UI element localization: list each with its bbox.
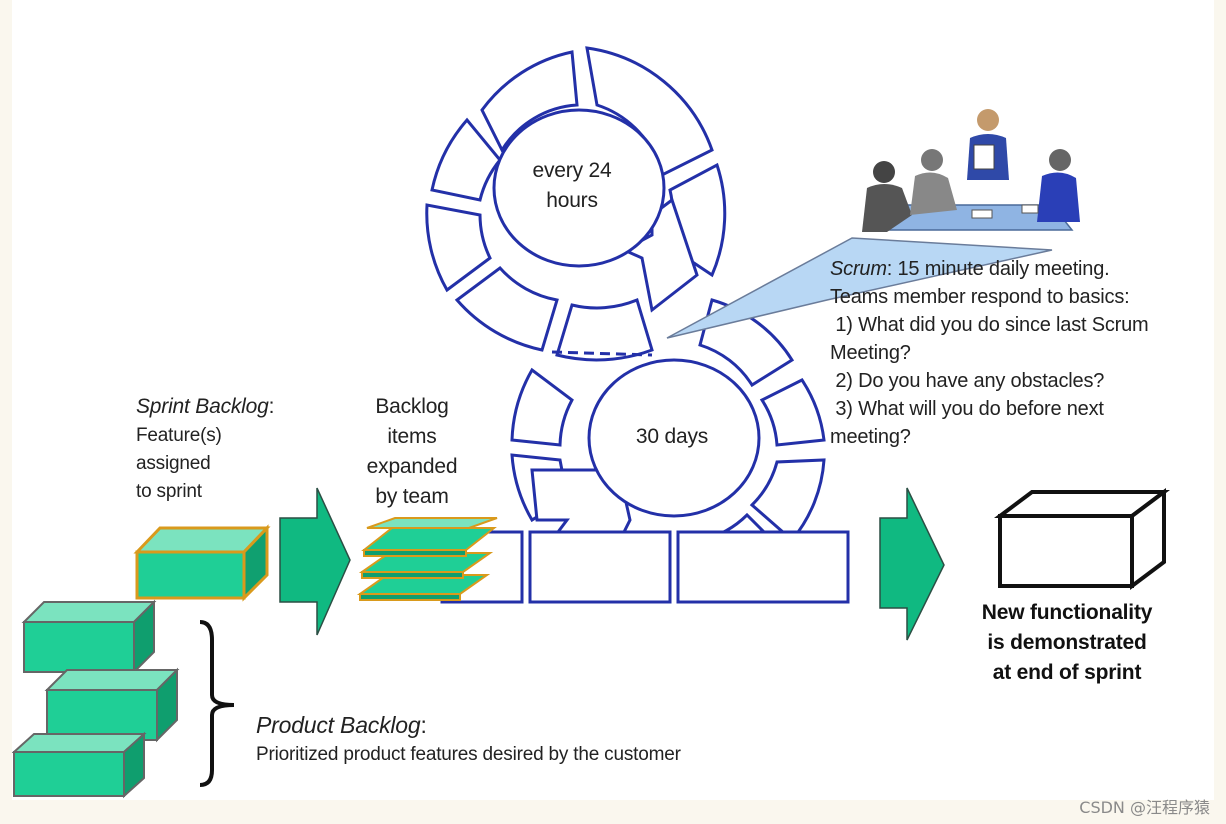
sprint-backlog-colon: : bbox=[268, 395, 275, 418]
watermark: CSDN @汪程序猿 bbox=[1079, 798, 1210, 817]
product-backlog-bracket bbox=[199, 620, 235, 787]
sprint-backlog-box bbox=[133, 524, 271, 602]
daily-cycle-center bbox=[492, 108, 666, 268]
sprint-backlog-line1: Feature(s) bbox=[136, 425, 222, 446]
daily-cycle-label: every 24 hours bbox=[512, 156, 632, 216]
product-backlog-boxes bbox=[12, 599, 180, 799]
scrum-note-line3: 1) What did you do since last Scrum bbox=[830, 314, 1149, 336]
expanded-backlog-slabs bbox=[356, 517, 498, 601]
scrum-note-line1: : 15 minute daily meeting. bbox=[886, 258, 1110, 280]
daily-cycle-ring bbox=[425, 46, 727, 362]
product-backlog-description: Prioritized product features desired by … bbox=[256, 744, 681, 765]
arrow-to-result bbox=[879, 487, 945, 641]
scrum-note-line6: 3) What will you do before next bbox=[830, 398, 1104, 420]
result-label: New functionality is demonstrated at end… bbox=[952, 598, 1182, 688]
scrum-note-line7: meeting? bbox=[830, 426, 911, 448]
arrow-to-expanded-items bbox=[279, 487, 351, 636]
scrum-note: Scrum: 15 minute daily meeting. Teams me… bbox=[830, 255, 1149, 451]
scrum-note-line4: Meeting? bbox=[830, 342, 911, 364]
product-backlog-title: Product Backlog bbox=[256, 712, 421, 738]
cycle-connector-dashed bbox=[551, 350, 653, 357]
expanded-items-line3: expanded bbox=[366, 455, 458, 478]
sprint-cycle-center bbox=[587, 358, 761, 518]
expanded-items-line4: by team bbox=[375, 485, 449, 508]
sprint-backlog-line2: assigned bbox=[136, 453, 211, 474]
sprint-backlog-label: Sprint Backlog: Feature(s) assigned to s… bbox=[136, 392, 274, 506]
scrum-diagram-canvas: every 24 hours 30 days Sprint Backlog: F… bbox=[12, 0, 1214, 800]
scrum-note-line5: 2) Do you have any obstacles? bbox=[830, 370, 1105, 392]
sprint-cycle-base bbox=[440, 530, 850, 604]
expanded-items-line2: items bbox=[387, 425, 437, 448]
product-backlog-colon: : bbox=[420, 712, 427, 738]
expanded-items-line1: Backlog bbox=[375, 395, 449, 418]
expanded-items-label: Backlog items expanded by team bbox=[347, 392, 477, 512]
scrum-process-diagram bbox=[12, 46, 1170, 799]
sprint-cycle-label: 30 days bbox=[635, 425, 709, 448]
result-line3: at end of sprint bbox=[992, 661, 1142, 684]
product-backlog-label: Product Backlog: Prioritized product fea… bbox=[256, 710, 681, 770]
result-line2: is demonstrated bbox=[987, 631, 1147, 654]
sprint-backlog-title: Sprint Backlog bbox=[136, 395, 269, 418]
daily-cycle-label-line1: every 24 bbox=[532, 159, 612, 182]
scrum-note-line2: Teams member respond to basics: bbox=[830, 286, 1130, 308]
sprint-backlog-line3: to sprint bbox=[136, 481, 202, 502]
scrum-note-term: Scrum bbox=[830, 258, 887, 280]
result-line1: New functionality bbox=[981, 601, 1153, 624]
meeting-team-icon bbox=[862, 109, 1080, 232]
new-functionality-box bbox=[994, 488, 1170, 590]
daily-cycle-label-line2: hours bbox=[546, 189, 598, 212]
scrum-callout-wedge bbox=[666, 237, 1053, 339]
